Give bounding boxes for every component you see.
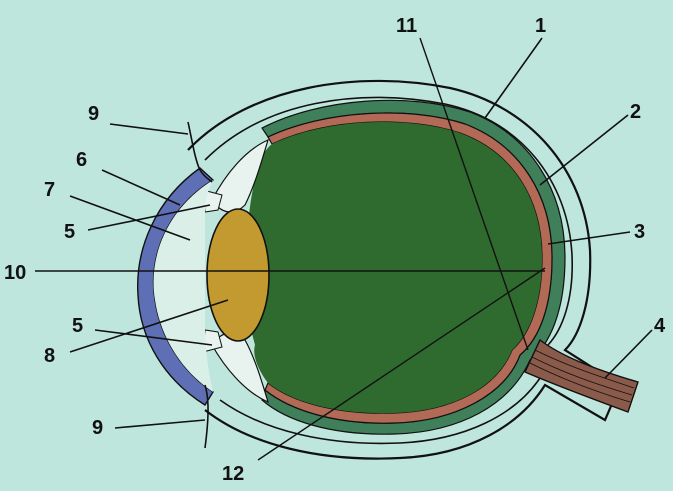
label-11: 11 [396,15,417,37]
label-2: 2 [630,101,641,123]
label-3: 3 [634,221,645,243]
label-4: 4 [654,315,666,337]
label-1: 1 [535,15,546,37]
label-12: 12 [222,463,244,485]
label-5-lower: 5 [72,315,83,337]
label-7: 7 [44,179,55,201]
label-6: 6 [76,149,87,171]
label-9-upper: 9 [88,103,99,125]
label-5-upper: 5 [64,221,75,243]
label-10: 10 [4,262,26,284]
label-9-lower: 9 [92,417,103,439]
lens [207,209,269,341]
label-8: 8 [44,345,55,367]
